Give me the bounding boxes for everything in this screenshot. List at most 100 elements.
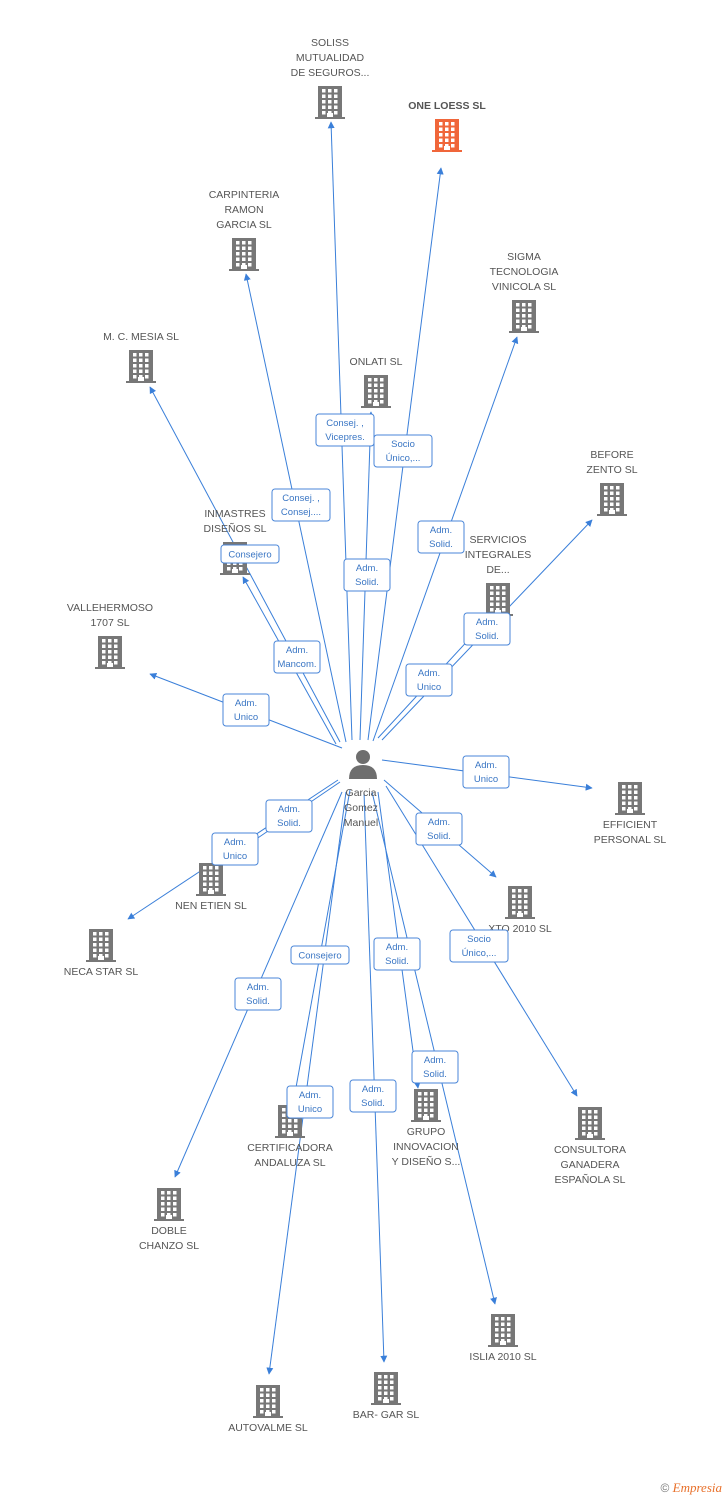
company-node-grupo[interactable]: GRUPO INNOVACION Y DISEÑO S...	[392, 1089, 461, 1168]
company-node-doble-chanzo[interactable]: DOBLE CHANZO SL	[139, 1188, 199, 1252]
building-icon[interactable]	[615, 782, 645, 815]
building-icon[interactable]	[505, 886, 535, 919]
company-node-bar-gar[interactable]: BAR- GAR SL	[353, 1372, 420, 1421]
company-label[interactable]: TECNOLOGIA	[490, 266, 559, 278]
role-label-sigma[interactable]: Adm.Solid.	[417, 520, 465, 554]
company-label[interactable]: INNOVACION	[393, 1141, 459, 1153]
company-node-xto-2010[interactable]: XTO 2010 SL	[488, 886, 552, 935]
company-label[interactable]: 1707 SL	[90, 617, 129, 629]
role-label-mc-mesia[interactable]: Consejero	[220, 544, 280, 564]
company-node-onlati[interactable]: ONLATI SL	[350, 356, 403, 408]
company-node-efficient[interactable]: EFFICIENT PERSONAL SL	[594, 782, 667, 846]
role-label-servicios[interactable]: Adm.Unico	[405, 663, 453, 697]
company-node-certificadora[interactable]: CERTIFICADORA ANDALUZA SL	[247, 1105, 333, 1169]
role-label-one-loess[interactable]: SocioÚnico,...	[373, 434, 433, 468]
company-node-nen-etien[interactable]: NEN ETIEN SL	[175, 863, 247, 912]
company-label[interactable]: ESPAÑOLA SL	[554, 1173, 625, 1186]
role-label-consultora[interactable]: SocioÚnico,...	[449, 929, 509, 963]
company-node-vallehermoso[interactable]: VALLEHERMOSO 1707 SL	[67, 602, 153, 669]
company-label[interactable]: VALLEHERMOSO	[67, 602, 153, 614]
building-icon[interactable]	[575, 1107, 605, 1140]
role-label-xto-2010[interactable]: Adm.Solid.	[415, 812, 463, 846]
role-label-soliss[interactable]: Consej. ,Vicepres.	[315, 413, 375, 447]
company-label[interactable]: GARCIA SL	[216, 219, 272, 231]
role-label-islia[interactable]: Adm.Solid.	[373, 937, 421, 971]
company-node-before-zento[interactable]: BEFORE ZENTO SL	[586, 449, 638, 516]
company-label[interactable]: VINICOLA SL	[492, 281, 556, 293]
role-label-nen-etien[interactable]: Adm.Unico	[211, 832, 259, 866]
role-label-vallehermoso[interactable]: Adm.Unico	[222, 693, 270, 727]
person-name[interactable]: Garcia	[346, 787, 377, 799]
building-icon[interactable]	[483, 583, 513, 616]
company-label[interactable]: ONE LOESS SL	[408, 100, 486, 112]
company-label[interactable]: CONSULTORA	[554, 1144, 626, 1156]
role-label-certificadora[interactable]: Consejero	[290, 945, 350, 965]
company-node-consultora[interactable]: CONSULTORA GANADERA ESPAÑOLA SL	[554, 1107, 626, 1186]
role-label-doble-chanzo[interactable]: Adm.Solid.	[234, 977, 282, 1011]
company-label[interactable]: ONLATI SL	[350, 356, 403, 368]
company-label[interactable]: GANADERA	[561, 1159, 620, 1171]
company-label[interactable]: EFFICIENT	[603, 819, 658, 831]
role-label-onlati[interactable]: Adm.Solid.	[343, 558, 391, 592]
company-label[interactable]: BAR- GAR SL	[353, 1409, 420, 1421]
company-label[interactable]: CARPINTERIA	[209, 189, 280, 201]
building-icon[interactable]	[315, 86, 345, 119]
company-label[interactable]: AUTOVALME SL	[228, 1422, 308, 1434]
role-label-before-zento[interactable]: Adm.Solid.	[463, 612, 511, 646]
building-icon[interactable]	[509, 300, 539, 333]
role-label-grupo[interactable]: Adm.Solid.	[411, 1050, 459, 1084]
role-label-carpinteria[interactable]: Consej. ,Consej....	[271, 488, 331, 522]
company-label[interactable]: ISLIA 2010 SL	[469, 1351, 536, 1363]
person-name[interactable]: Manuel	[344, 817, 378, 829]
company-label[interactable]: ANDALUZA SL	[254, 1157, 325, 1169]
company-label[interactable]: PERSONAL SL	[594, 834, 667, 846]
building-icon[interactable]	[86, 929, 116, 962]
building-icon[interactable]	[196, 863, 226, 896]
company-label[interactable]: MUTUALIDAD	[296, 52, 365, 64]
building-icon[interactable]	[432, 119, 462, 152]
company-label[interactable]: NECA STAR SL	[64, 966, 139, 978]
company-label[interactable]: M. C. MESIA SL	[103, 331, 179, 343]
company-label[interactable]: DE SEGUROS...	[291, 67, 370, 79]
company-node-servicios[interactable]: SERVICIOS INTEGRALES DE...	[465, 534, 532, 616]
company-label[interactable]: SERVICIOS	[470, 534, 527, 546]
company-label[interactable]: INMASTRES	[204, 508, 265, 520]
building-icon[interactable]	[229, 238, 259, 271]
building-icon[interactable]	[126, 350, 156, 383]
company-node-mc-mesia[interactable]: M. C. MESIA SL	[103, 331, 179, 383]
building-icon[interactable]	[411, 1089, 441, 1122]
person-name[interactable]: Gomez	[344, 802, 378, 814]
company-label[interactable]: INTEGRALES	[465, 549, 532, 561]
building-icon[interactable]	[371, 1372, 401, 1405]
company-label[interactable]: ZENTO SL	[586, 464, 637, 476]
building-icon[interactable]	[154, 1188, 184, 1221]
company-node-autovalme[interactable]: AUTOVALME SL	[228, 1385, 308, 1434]
footer-brand[interactable]: © Empresia	[660, 1480, 722, 1496]
building-icon[interactable]	[253, 1385, 283, 1418]
role-label-autovalme[interactable]: Adm.Unico	[286, 1085, 334, 1119]
company-label[interactable]: GRUPO	[407, 1126, 446, 1138]
building-icon[interactable]	[361, 375, 391, 408]
company-label[interactable]: SOLISS	[311, 37, 349, 49]
company-label[interactable]: DE...	[486, 564, 509, 576]
company-label[interactable]: DISEÑOS SL	[203, 522, 266, 535]
role-label-neca-star[interactable]: Adm.Solid.	[265, 799, 313, 833]
role-label-bar-gar[interactable]: Adm.Solid.	[349, 1079, 397, 1113]
company-label[interactable]: NEN ETIEN SL	[175, 900, 247, 912]
role-label-inmastres[interactable]: Adm.Mancom.	[273, 640, 321, 674]
company-node-sigma[interactable]: SIGMA TECNOLOGIA VINICOLA SL	[490, 251, 559, 333]
company-node-islia[interactable]: ISLIA 2010 SL	[469, 1314, 537, 1363]
building-icon[interactable]	[95, 636, 125, 669]
building-icon[interactable]	[597, 483, 627, 516]
company-label[interactable]: CERTIFICADORA	[247, 1142, 333, 1154]
company-label[interactable]: SIGMA	[507, 251, 541, 263]
company-label[interactable]: Y DISEÑO S...	[392, 1155, 461, 1168]
company-label[interactable]: CHANZO SL	[139, 1240, 199, 1252]
company-label[interactable]: BEFORE	[590, 449, 633, 461]
role-label-efficient[interactable]: Adm.Unico	[462, 755, 510, 789]
company-node-inmastres[interactable]: INMASTRES DISEÑOS SL	[203, 508, 267, 575]
company-label[interactable]: DOBLE	[151, 1225, 187, 1237]
company-node-soliss[interactable]: SOLISS MUTUALIDAD DE SEGUROS...	[291, 37, 370, 119]
